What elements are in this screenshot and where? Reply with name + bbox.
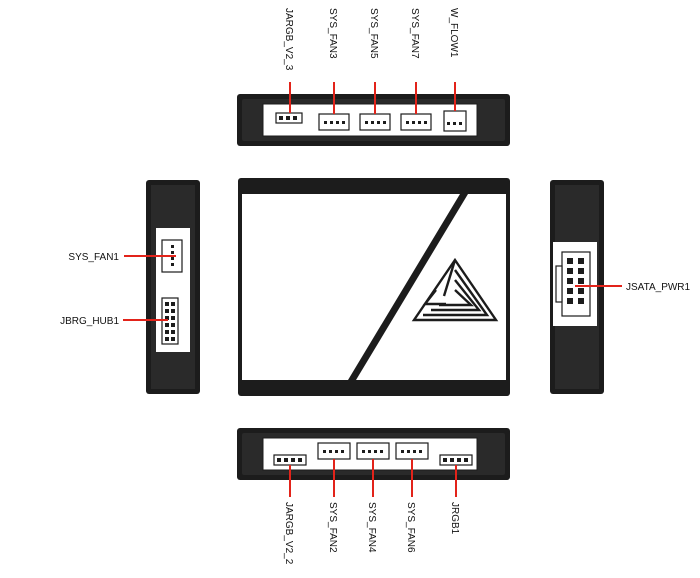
sys-fan5-connector xyxy=(359,113,391,131)
label-sys-fan3: SYS_FAN3 xyxy=(327,8,338,59)
jsata-pwr1-connector xyxy=(555,251,591,317)
front-view xyxy=(238,178,510,396)
label-sys-fan4: SYS_FAN4 xyxy=(366,502,377,553)
right-view: JSATA_PWR1 xyxy=(550,180,691,394)
w-flow1-connector xyxy=(443,110,467,132)
label-w-flow1: W_FLOW1 xyxy=(448,8,459,58)
sys-fan7-connector xyxy=(400,113,432,131)
jargb-v2-2-connector xyxy=(273,454,307,466)
jrgb1-connector xyxy=(439,454,473,466)
label-sys-fan1: SYS_FAN1 xyxy=(68,252,119,263)
jargb-v2-3-connector xyxy=(275,112,303,124)
label-sys-fan6: SYS_FAN6 xyxy=(405,502,416,553)
label-sys-fan7: SYS_FAN7 xyxy=(409,8,420,59)
top-view: JARGB_V2_3 SYS_FAN3 SYS_FAN5 SYS_FAN7 W_… xyxy=(237,8,510,146)
triangle-maze-logo-icon xyxy=(411,257,499,322)
diagonal-stripe xyxy=(348,194,468,380)
label-jbrg-hub1: JBRG_HUB1 xyxy=(60,316,119,327)
jbrg-hub1-connector xyxy=(161,297,179,345)
sys-fan3-connector xyxy=(318,113,350,131)
label-jargb-v2-3: JARGB_V2_3 xyxy=(283,8,294,71)
sys-fan4-connector xyxy=(356,442,390,460)
bottom-view: JARGB_V2_2 SYS_FAN2 SYS_FAN4 SYS_FAN6 JR… xyxy=(237,428,510,565)
label-sys-fan2: SYS_FAN2 xyxy=(327,502,338,553)
sys-fan6-connector xyxy=(395,442,429,460)
label-jsata-pwr1: JSATA_PWR1 xyxy=(626,282,691,293)
label-sys-fan5: SYS_FAN5 xyxy=(368,8,379,59)
sys-fan2-connector xyxy=(317,442,351,460)
left-view: SYS_FAN1 JBRG_HUB1 xyxy=(60,180,200,394)
label-jrgb1: JRGB1 xyxy=(449,502,460,535)
label-jargb-v2-2: JARGB_V2_2 xyxy=(283,502,294,565)
